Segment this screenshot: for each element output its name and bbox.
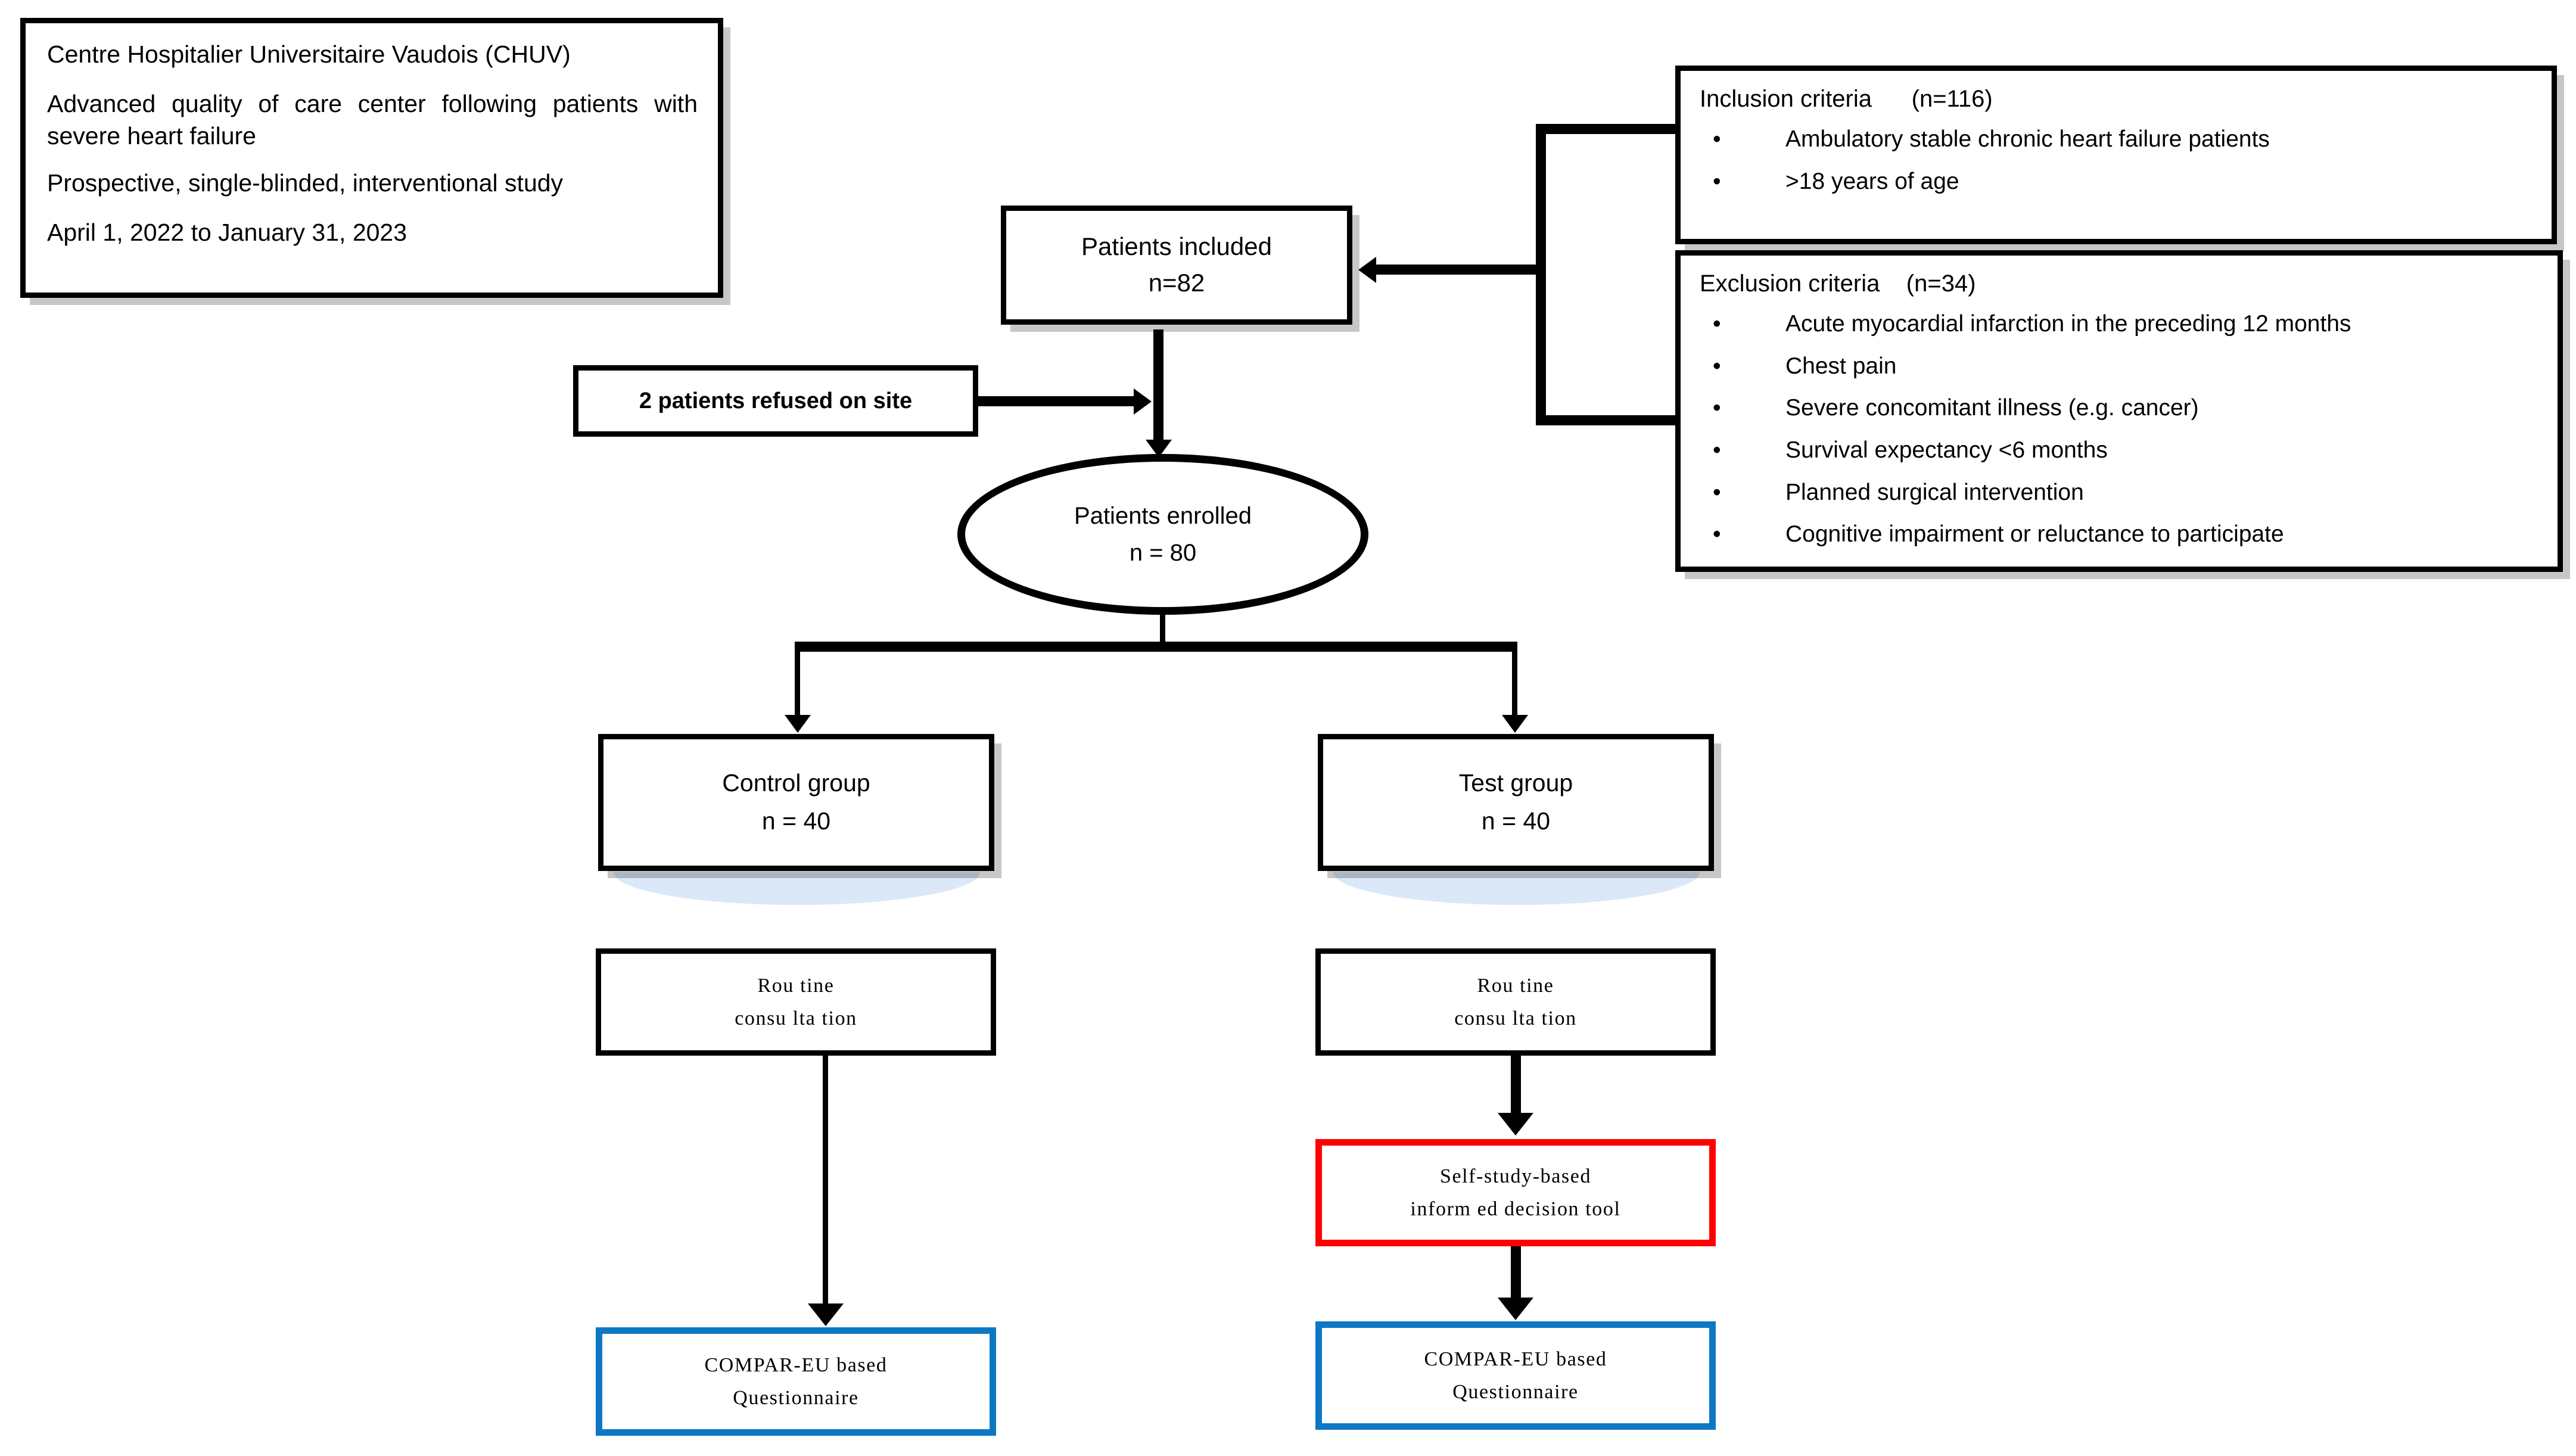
bullet-icon: • — [1713, 437, 1721, 463]
inclusion-criteria-box: Inclusion criteria (n=116) • Ambulatory … — [1675, 66, 2557, 244]
routine-consultation-control-line2: consu lta tion — [735, 1007, 857, 1029]
bullet-icon: • — [1713, 479, 1721, 505]
connector-refused-to-flow — [978, 396, 1136, 406]
control-group-count: n = 40 — [761, 807, 831, 835]
bullet-icon: • — [1713, 311, 1721, 337]
self-study-decision-tool-box: Self-study-based inform ed decision tool — [1315, 1139, 1716, 1246]
control-group-shadow-band — [614, 872, 980, 905]
exclusion-criteria-title: Exclusion criteria (n=34) — [1700, 270, 1976, 297]
inclusion-criteria-title: Inclusion criteria (n=116) — [1700, 86, 1993, 112]
routine-consultation-test-line2: consu lta tion — [1454, 1007, 1577, 1029]
bullet-icon: • — [1713, 126, 1721, 152]
connector-fork-left-drop — [795, 642, 800, 718]
exclusion-criteria-list: • Acute myocardial infarction in the pre… — [1700, 309, 2540, 550]
connector-criteria-to-included — [1376, 265, 1541, 275]
questionnaire-control-box: COMPAR-EU based Questionnaire — [596, 1327, 996, 1436]
test-group-count: n = 40 — [1481, 807, 1551, 835]
patients-enrolled-label: Patients enrolled — [1074, 503, 1252, 529]
bullet-icon: • — [1713, 168, 1721, 194]
routine-consultation-control-box: Rou tine consu lta tion — [596, 948, 996, 1056]
arrow-down-icon-control-questionnaire — [808, 1303, 844, 1326]
patients-refused-label: 2 patients refused on site — [639, 388, 913, 413]
list-item-label: Survival expectancy <6 months — [1785, 437, 2108, 463]
list-item-label: Acute myocardial infarction in the prece… — [1785, 311, 2351, 337]
connector-routine-control-to-questionnaire — [823, 1056, 828, 1306]
patients-included-count: n=82 — [1148, 269, 1205, 297]
list-item: • Cognitive impairment or reluctance to … — [1700, 519, 2540, 550]
decision-tool-line1: Self-study-based — [1439, 1165, 1592, 1187]
connector-routine-test-to-tool — [1511, 1056, 1521, 1115]
list-item: • Survival expectancy <6 months — [1700, 435, 2540, 466]
control-group-label: Control group — [722, 769, 870, 797]
exclusion-criteria-box: Exclusion criteria (n=34) • Acute myocar… — [1675, 250, 2563, 572]
bullet-icon: • — [1713, 521, 1721, 547]
decision-tool-line2: inform ed decision tool — [1410, 1198, 1621, 1220]
arrow-left-icon-to-included — [1358, 257, 1376, 283]
study-center-name: Centre Hospitalier Universitaire Vaudois… — [47, 41, 571, 68]
study-design: Prospective, single-blinded, interventio… — [47, 169, 564, 197]
study-period: April 1, 2022 to January 31, 2023 — [47, 219, 407, 247]
questionnaire-control-line1: COMPAR-EU based — [704, 1354, 888, 1376]
questionnaire-test-line2: Questionnaire — [1452, 1381, 1579, 1403]
bullet-icon: • — [1713, 395, 1721, 421]
patients-included-box: Patients included n=82 — [1001, 206, 1352, 325]
arrow-right-icon-refused — [1134, 388, 1152, 415]
list-item-label: >18 years of age — [1785, 168, 1959, 194]
arrow-down-icon-to-enrolled — [1146, 440, 1172, 458]
bullet-icon: • — [1713, 353, 1721, 379]
connector-criteria-spine — [1536, 124, 1546, 425]
connector-fork-right-drop — [1512, 642, 1517, 718]
control-group-box: Control group n = 40 — [598, 734, 994, 871]
arrow-down-icon-control-group — [785, 715, 811, 733]
connector-included-to-enrolled — [1153, 329, 1163, 443]
connector-fork-horizontal — [795, 642, 1517, 652]
connector-exclusion-horizontal — [1536, 415, 1679, 425]
patients-included-label: Patients included — [1081, 232, 1272, 261]
questionnaire-control-line2: Questionnaire — [733, 1387, 859, 1409]
list-item: • Chest pain — [1700, 351, 2540, 382]
patients-refused-box: 2 patients refused on site — [573, 365, 978, 437]
patients-enrolled-ellipse: Patients enrolled n = 80 — [957, 454, 1368, 615]
arrow-down-icon-test-group — [1502, 715, 1528, 733]
list-item: • Severe concomitant illness (e.g. cance… — [1700, 393, 2540, 424]
routine-consultation-test-box: Rou tine consu lta tion — [1315, 948, 1716, 1056]
list-item-label: Chest pain — [1785, 353, 1897, 379]
questionnaire-test-box: COMPAR-EU based Questionnaire — [1315, 1321, 1716, 1430]
list-item: • Planned surgical intervention — [1700, 478, 2540, 508]
connector-inclusion-horizontal — [1536, 124, 1679, 134]
routine-consultation-test-line1: Rou tine — [1477, 974, 1554, 997]
list-item-label: Cognitive impairment or reluctance to pa… — [1785, 521, 2284, 547]
test-group-label: Test group — [1458, 769, 1573, 797]
questionnaire-test-line1: COMPAR-EU based — [1424, 1348, 1607, 1370]
connector-tool-to-questionnaire — [1511, 1246, 1521, 1300]
arrow-down-icon-decision-tool — [1498, 1113, 1533, 1135]
test-group-box: Test group n = 40 — [1318, 734, 1714, 871]
list-item-label: Ambulatory stable chronic heart failure … — [1785, 126, 2270, 152]
list-item: • >18 years of age — [1700, 167, 2534, 197]
list-item: • Ambulatory stable chronic heart failur… — [1700, 125, 2534, 155]
inclusion-criteria-list: • Ambulatory stable chronic heart failur… — [1700, 125, 2534, 197]
study-center-description: Advanced quality of care center followin… — [47, 90, 698, 150]
routine-consultation-control-line1: Rou tine — [757, 974, 835, 997]
list-item-label: Severe concomitant illness (e.g. cancer) — [1785, 395, 2199, 421]
list-item: • Acute myocardial infarction in the pre… — [1700, 309, 2540, 340]
test-group-shadow-band — [1333, 872, 1700, 905]
study-info-box: Centre Hospitalier Universitaire Vaudois… — [20, 18, 723, 298]
arrow-down-icon-test-questionnaire — [1498, 1298, 1533, 1320]
connector-enrolled-stem — [1160, 615, 1165, 643]
patients-enrolled-count: n = 80 — [1129, 540, 1197, 566]
list-item-label: Planned surgical intervention — [1785, 479, 2084, 505]
